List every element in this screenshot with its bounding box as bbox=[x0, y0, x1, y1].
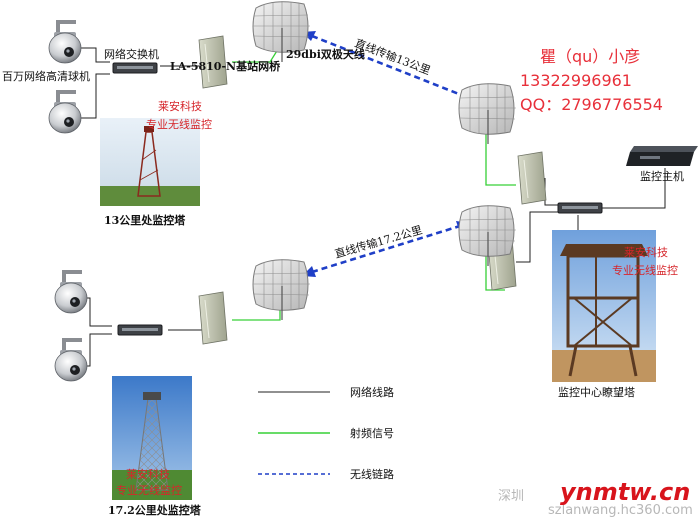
dome-camera-icon bbox=[53, 270, 89, 315]
brand-company: 莱安科技 bbox=[158, 99, 202, 113]
label-base-bridge: LA-5810-N基站网桥 bbox=[170, 59, 281, 73]
label-switch-top: 网络交换机 bbox=[104, 47, 159, 61]
network-line bbox=[600, 168, 666, 209]
panel-antenna-icon bbox=[517, 151, 547, 205]
wireless-link-13 bbox=[311, 34, 465, 98]
brand-tagline: 专业无线监控 bbox=[146, 117, 212, 131]
panel-antenna-icon bbox=[198, 291, 228, 345]
label-antenna-29dbi: 29dbi双极天线 bbox=[286, 47, 365, 61]
legend-network-line: 网络线路 bbox=[350, 385, 394, 399]
contact-name: 瞿（qu）小彦 bbox=[540, 47, 640, 66]
legend-wireless-link: 无线链路 bbox=[350, 467, 394, 481]
label-link-13: 直线传输13公里 bbox=[353, 36, 433, 78]
wireless-link-172 bbox=[311, 224, 461, 274]
label-tower-13: 13公里处监控塔 bbox=[104, 213, 186, 227]
rf-signal-line bbox=[485, 255, 505, 291]
label-monitor-host: 监控主机 bbox=[640, 169, 684, 183]
monitor-host-icon bbox=[626, 146, 698, 166]
dome-camera-icon bbox=[47, 90, 83, 135]
dome-camera-icon bbox=[53, 338, 89, 383]
network-line bbox=[516, 211, 558, 263]
contact-phone: 13322996961 bbox=[520, 71, 632, 90]
watermark-site: ynmtw.cn bbox=[560, 478, 690, 506]
network-line bbox=[544, 178, 560, 206]
tower-photo-13km bbox=[100, 118, 200, 206]
grid-antenna-icon bbox=[458, 82, 517, 145]
watermark-suffix: szlanwang.hc360.com bbox=[548, 503, 693, 518]
tower-photo-center bbox=[552, 230, 656, 382]
brand-company: 莱安科技 bbox=[624, 245, 668, 259]
network-switch-icon bbox=[112, 62, 158, 74]
label-camera-hd: 百万网络高清球机 bbox=[2, 69, 90, 83]
watermark-prefix: 深圳 bbox=[498, 489, 524, 504]
tower-photo-172km bbox=[112, 376, 192, 500]
contact-qq: QQ：2796776554 bbox=[520, 95, 663, 114]
network-switch-icon bbox=[557, 202, 603, 214]
dome-camera-icon bbox=[47, 20, 83, 65]
brand-company: 莱安科技 bbox=[126, 467, 170, 481]
label-tower-center: 监控中心瞭望塔 bbox=[558, 385, 635, 399]
label-tower-172: 17.2公里处监控塔 bbox=[108, 503, 202, 517]
grid-antenna-icon bbox=[252, 258, 311, 321]
rf-signal-line bbox=[485, 120, 516, 186]
legend-rf-signal: 射频信号 bbox=[350, 426, 394, 440]
brand-tagline: 专业无线监控 bbox=[612, 263, 678, 277]
legend: 网络线路 射频信号 无线链路 bbox=[258, 385, 394, 481]
network-switch-icon bbox=[117, 324, 163, 336]
brand-tagline: 专业无线监控 bbox=[116, 483, 182, 497]
